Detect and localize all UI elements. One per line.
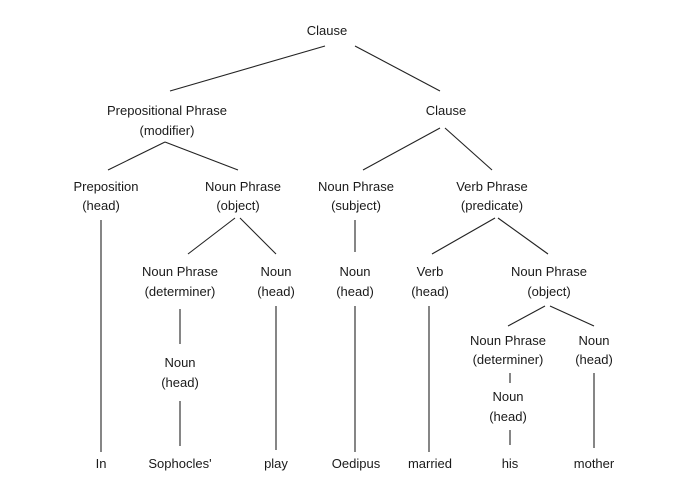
edge-npobj-npdet [187,217,236,255]
node-npobj-label: Noun Phrase [205,179,281,194]
node-pp-label: Prepositional Phrase [107,103,227,118]
node-npsubj-role: (subject) [331,198,381,213]
tree-nodes: Clause Prepositional Phrase (modifier) C… [73,23,612,424]
node-clause2-label: Clause [426,103,466,118]
node-root-label: Clause [307,23,347,38]
word-oedipus: Oedipus [332,456,381,471]
node-noun-sophocles-label: Noun [164,355,195,370]
node-vp-label: Verb Phrase [456,179,528,194]
node-npobj2-label: Noun Phrase [511,264,587,279]
word-sophocles: Sophocles' [148,456,211,471]
edge-clause-npsubj [362,127,441,171]
word-play: play [264,456,288,471]
edge-vp-np [497,217,549,255]
node-noun-play-label: Noun [260,264,291,279]
node-npdet2-label: Noun Phrase [470,333,546,348]
node-prep-label: Preposition [73,179,138,194]
word-his: his [502,456,519,471]
node-verb-label: Verb [417,264,444,279]
node-noun-mother-role: (head) [575,352,613,367]
node-npobj2-role: (object) [527,284,570,299]
word-in: In [96,456,107,471]
node-npobj-role: (object) [216,198,259,213]
edge-root-pp [169,45,326,92]
node-npsubj-label: Noun Phrase [318,179,394,194]
edge-root-clause [354,45,441,92]
node-npdet1-role: (determiner) [145,284,216,299]
node-prep-role: (head) [82,198,120,213]
edge-pp-prep [107,141,166,171]
sentence-words: In Sophocles' play Oedipus married his m… [96,456,615,471]
node-noun-mother-label: Noun [578,333,609,348]
edge-np-npdet2 [507,305,546,327]
node-noun-play-role: (head) [257,284,295,299]
tree-edges [100,45,595,452]
edge-clause-vp [444,127,493,171]
node-npdet2-role: (determiner) [473,352,544,367]
node-noun-oedipus-label: Noun [339,264,370,279]
node-verb-role: (head) [411,284,449,299]
word-mother: mother [574,456,615,471]
edge-vp-verb [431,217,496,255]
node-noun-his-role: (head) [489,409,527,424]
node-npdet1-label: Noun Phrase [142,264,218,279]
node-noun-oedipus-role: (head) [336,284,374,299]
word-married: married [408,456,452,471]
edge-npobj-noun [239,217,277,255]
node-noun-sophocles-role: (head) [161,375,199,390]
node-pp-role: (modifier) [140,123,195,138]
node-noun-his-label: Noun [492,389,523,404]
edge-np-noun2 [549,305,595,327]
edge-pp-npobj [164,141,239,171]
node-vp-role: (predicate) [461,198,523,213]
